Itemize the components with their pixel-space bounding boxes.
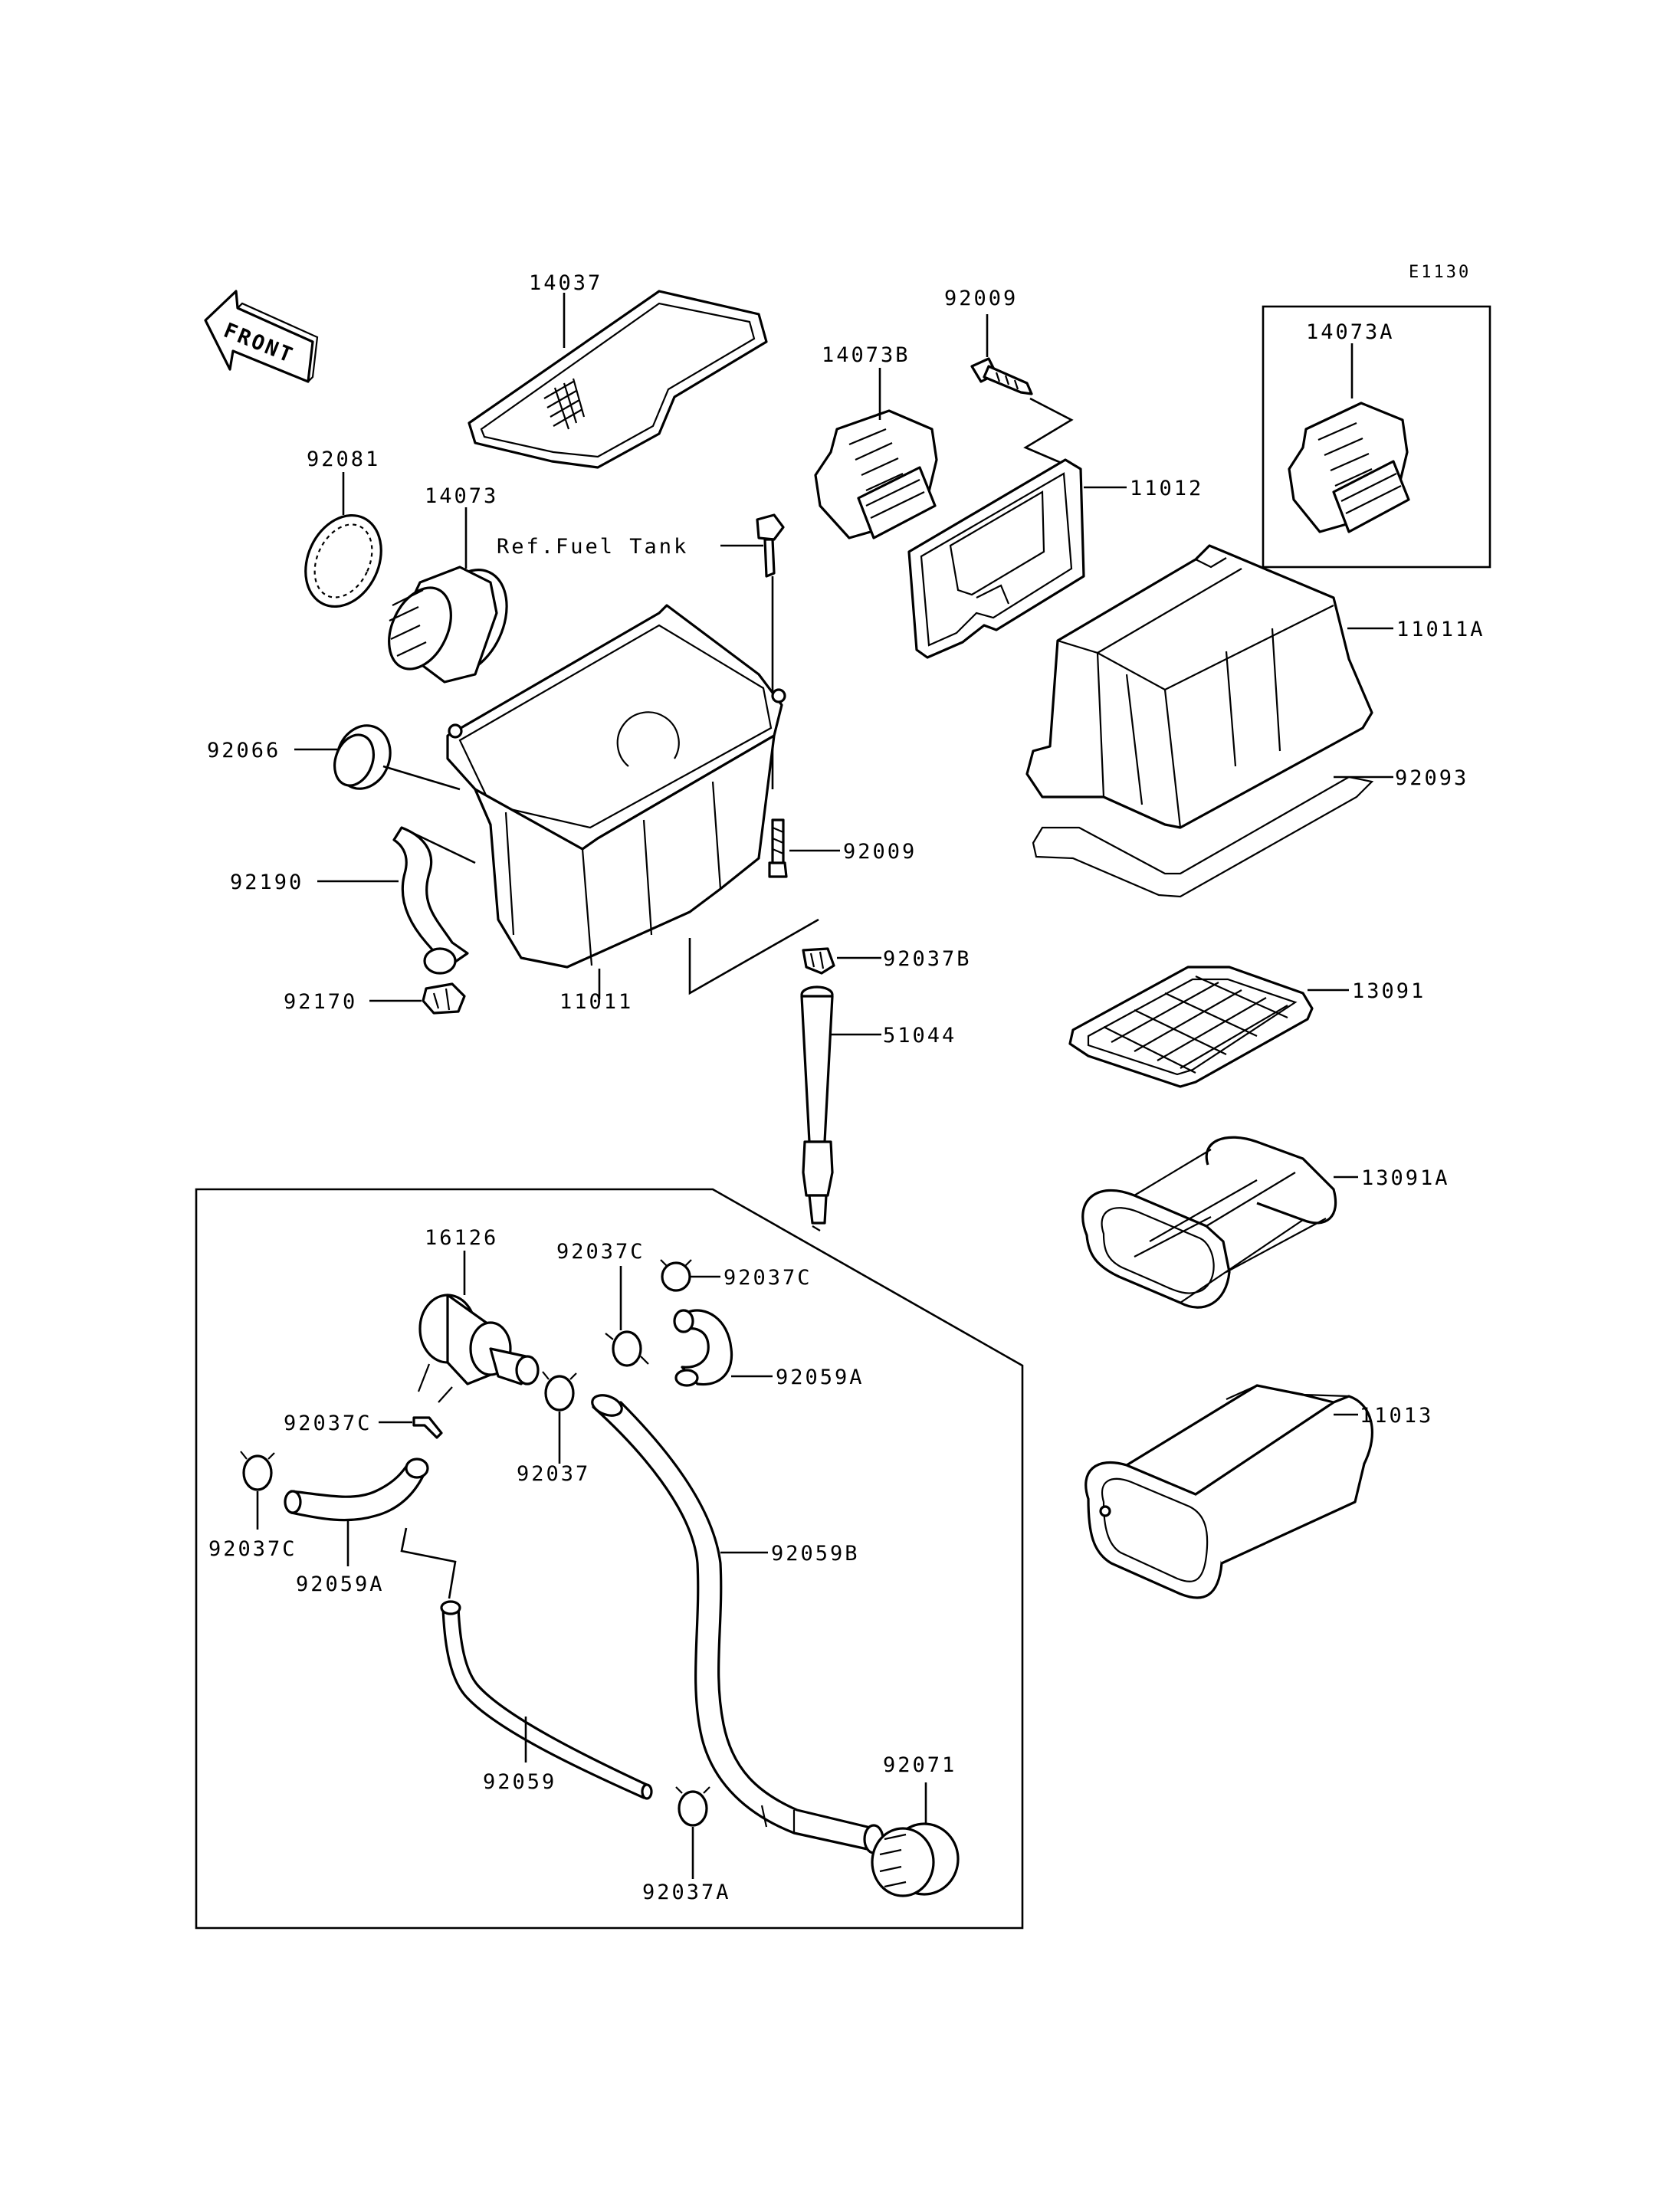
part-13091-frame — [1068, 966, 1314, 1088]
lower-inset-frame — [195, 1188, 1024, 1930]
part-14073-duct — [388, 566, 508, 684]
label-11013: 11013 — [1360, 1404, 1433, 1428]
label-92059A-top: 92059A — [776, 1366, 865, 1389]
part-16126-valve — [417, 1294, 540, 1403]
part-92190-hose — [392, 826, 469, 975]
part-92071-grommet — [871, 1822, 960, 1897]
label-92009-top: 92009 — [944, 287, 1018, 310]
inset-14073A-frame — [1262, 305, 1491, 569]
part-92009-screw-mid — [768, 818, 788, 878]
label-92081: 92081 — [307, 448, 380, 471]
part-13091A-frame — [1081, 1136, 1337, 1309]
label-92093: 92093 — [1395, 766, 1468, 790]
ref-fuel-tank-label: Ref.Fuel Tank — [497, 535, 688, 559]
part-92037C-clamp-a — [605, 1330, 649, 1367]
label-92037C-b: 92037C — [724, 1266, 812, 1290]
part-11011A-cover — [1025, 544, 1373, 829]
label-13091: 13091 — [1352, 979, 1426, 1003]
label-11011A: 11011A — [1396, 618, 1485, 641]
part-92093-gasket — [1032, 776, 1374, 898]
part-14073B-duct — [814, 409, 938, 539]
label-92170: 92170 — [284, 990, 357, 1014]
part-11013-filter — [1084, 1384, 1373, 1599]
part-92037-clamp — [542, 1371, 577, 1412]
part-92037B-clamp — [802, 947, 835, 975]
part-ref-bolt — [756, 513, 785, 578]
label-92066: 92066 — [207, 739, 281, 762]
part-14073A-duct — [1288, 402, 1410, 533]
label-11011: 11011 — [559, 990, 633, 1014]
label-11012: 11012 — [1130, 477, 1203, 500]
part-92059-hose — [440, 1600, 653, 1800]
part-92037C-clamp-d — [240, 1451, 275, 1491]
label-92009-mid: 92009 — [843, 840, 917, 864]
part-51044-drain — [800, 985, 834, 1231]
part-92059A-hose-low — [284, 1458, 429, 1522]
part-11012-lid — [907, 458, 1085, 659]
label-92037C-c: 92037C — [284, 1412, 372, 1435]
front-arrow-icon: FRONT — [204, 290, 319, 383]
label-92071: 92071 — [883, 1753, 956, 1777]
part-14037-screen — [468, 290, 768, 469]
part-92170-clamp — [422, 982, 466, 1015]
part-92037C-clip-c — [412, 1416, 443, 1439]
part-92037C-clamp-b — [660, 1259, 692, 1292]
label-92059A-low: 92059A — [296, 1572, 385, 1596]
part-92037A-clamp — [675, 1786, 710, 1827]
label-13091A: 13091A — [1361, 1166, 1450, 1190]
label-16126: 16126 — [425, 1226, 498, 1250]
label-14037: 14037 — [529, 271, 602, 295]
label-92059B: 92059B — [771, 1542, 860, 1566]
part-11011-airbox — [446, 604, 786, 969]
label-92190: 92190 — [230, 871, 304, 894]
diagram-code: E1130 — [1409, 263, 1471, 282]
label-92037A: 92037A — [642, 1881, 731, 1904]
label-14073B: 14073B — [822, 343, 911, 367]
label-92059: 92059 — [483, 1770, 556, 1794]
part-92009-screw-top — [970, 357, 1033, 395]
part-92066-grommet — [333, 724, 392, 790]
label-14073: 14073 — [425, 484, 498, 508]
part-92059A-hose-top — [673, 1309, 733, 1387]
label-92037C-d: 92037C — [208, 1537, 297, 1561]
label-51044: 51044 — [883, 1024, 956, 1048]
label-14073A: 14073A — [1306, 320, 1395, 344]
label-92037B: 92037B — [883, 947, 972, 971]
label-92037C-a: 92037C — [556, 1240, 645, 1264]
part-92081-clamp — [304, 513, 382, 608]
label-92037: 92037 — [517, 1462, 590, 1486]
